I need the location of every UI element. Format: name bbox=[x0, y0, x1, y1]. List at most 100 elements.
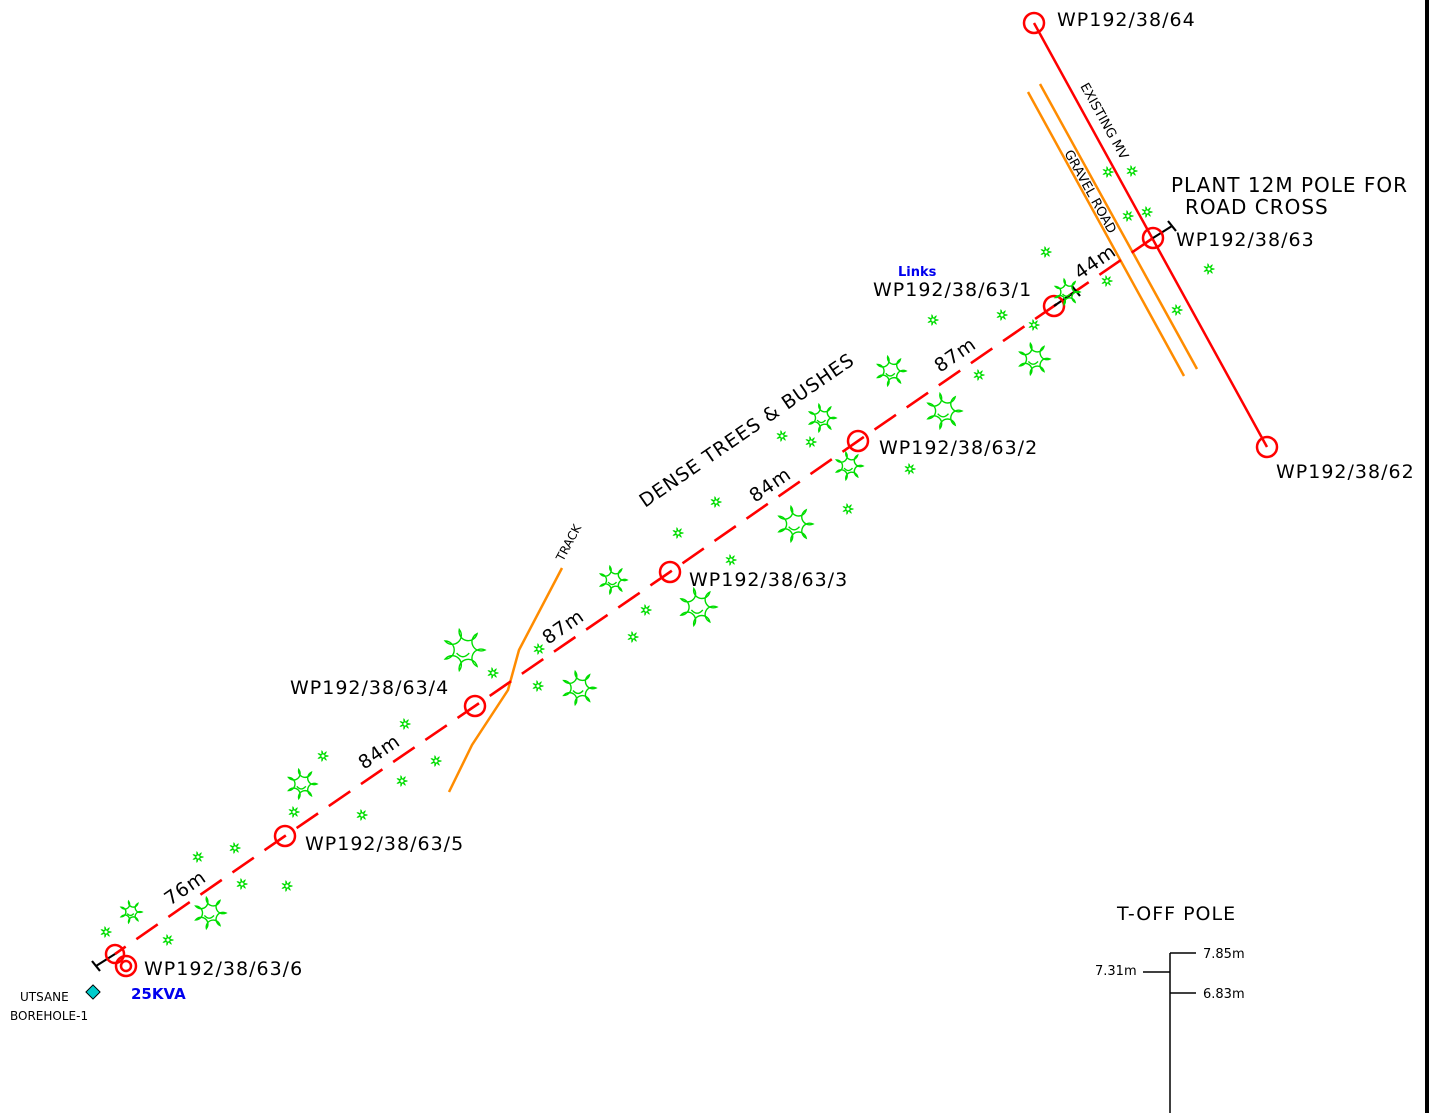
shrub-icon bbox=[162, 934, 175, 946]
bush-cloud-icon-detail bbox=[296, 785, 307, 790]
bush-cloud-icon-detail bbox=[690, 609, 704, 614]
shrub-icon bbox=[627, 631, 640, 643]
label-links: Links bbox=[898, 265, 937, 280]
bush-cloud-icon bbox=[834, 450, 865, 482]
note-plant-pole-line1: PLANT 12M POLE FOR bbox=[1171, 173, 1408, 197]
transformer-icon bbox=[114, 954, 138, 978]
bush-cloud-icon-detail bbox=[572, 690, 584, 695]
label-transformer: 25KVA bbox=[131, 985, 186, 1003]
pole-icon bbox=[273, 824, 297, 848]
t-off-pole-inset: T-OFF POLE 7.85m 7.31m 6.83m bbox=[1095, 903, 1245, 1113]
bush-cloud-icon-detail bbox=[1061, 293, 1071, 297]
shrub-icon bbox=[356, 809, 369, 821]
shrub-icon bbox=[710, 496, 723, 508]
shrub-icon bbox=[396, 775, 409, 787]
bush-cloud-icon-detail bbox=[937, 413, 950, 418]
shrub-icon bbox=[1102, 166, 1115, 178]
shrub-icon bbox=[1122, 210, 1135, 222]
shrub-icon bbox=[317, 750, 330, 762]
stay-wire-icon bbox=[91, 953, 116, 972]
pole-icon bbox=[1141, 226, 1165, 250]
bush-cloud-icon-detail bbox=[1027, 360, 1039, 365]
shrub-icon bbox=[1141, 206, 1154, 218]
t-off-top-height: 7.85m bbox=[1203, 947, 1245, 962]
pole-icon bbox=[1042, 294, 1066, 318]
shrub-icon bbox=[927, 314, 940, 326]
pole-label-wp192-38-64: WP192/38/64 bbox=[1057, 9, 1196, 31]
shrub-icon bbox=[842, 503, 855, 515]
pole-label-wp192-38-63-3: WP192/38/63/3 bbox=[689, 569, 848, 591]
pole-label-wp192-38-63-2: WP192/38/63/2 bbox=[879, 437, 1038, 459]
span-label: 76m bbox=[160, 866, 210, 910]
bush-cloud-icon bbox=[1053, 277, 1082, 307]
existing-mv-line bbox=[1032, 22, 1269, 448]
bush-cloud-icon-detail bbox=[126, 913, 135, 917]
bush-cloud-icon-detail bbox=[203, 914, 215, 919]
label-borehole-line2: BOREHOLE-1 bbox=[10, 1009, 88, 1023]
bush-cloud-icon-detail bbox=[788, 526, 801, 531]
proposed-lv-line bbox=[114, 236, 1154, 956]
bush-cloud-icon-detail bbox=[816, 419, 827, 424]
pole-icon bbox=[1255, 435, 1279, 459]
shrub-icon bbox=[1040, 246, 1053, 258]
bush-cloud-icon bbox=[119, 899, 144, 925]
note-plant-pole-line2: ROAD CROSS bbox=[1185, 195, 1329, 219]
bush-cloud-icon bbox=[562, 669, 598, 707]
shrub-icon bbox=[1101, 275, 1114, 287]
shrub-icon bbox=[487, 667, 500, 679]
pole-icon bbox=[1022, 11, 1046, 35]
pole-label-wp192-38-63-6: WP192/38/63/6 bbox=[144, 958, 303, 980]
shrub-icon bbox=[288, 806, 301, 818]
gravel-road-edge-right bbox=[1038, 83, 1199, 370]
bush-cloud-icon bbox=[194, 895, 228, 931]
bush-cloud-icon bbox=[1018, 341, 1052, 377]
span-label: 87m bbox=[538, 605, 588, 649]
span-label: 84m bbox=[745, 463, 795, 507]
label-track: TRACK bbox=[553, 521, 585, 564]
shrub-icon bbox=[1126, 165, 1139, 177]
shrub-icon bbox=[805, 436, 818, 448]
shrub-icon bbox=[1171, 304, 1184, 316]
span-label: 87m bbox=[930, 333, 980, 377]
bush-cloud-icon-detail bbox=[456, 652, 470, 658]
shrub-icon bbox=[100, 926, 113, 938]
vegetation bbox=[100, 165, 1216, 946]
bush-cloud-icon bbox=[777, 504, 815, 544]
bush-cloud-icon bbox=[876, 354, 908, 388]
shrub-icon bbox=[672, 527, 685, 539]
pole-icon bbox=[846, 429, 870, 453]
gravel-road-edge-left bbox=[1026, 91, 1186, 377]
shrub-icon bbox=[192, 851, 205, 863]
bush-cloud-icon-detail bbox=[843, 467, 854, 472]
bush-cloud-icon bbox=[679, 586, 719, 628]
pole-icon bbox=[104, 943, 126, 965]
shrub-icon bbox=[904, 463, 917, 475]
shrub-icon bbox=[533, 643, 546, 655]
t-off-left-height: 7.31m bbox=[1095, 964, 1137, 979]
shrub-icon bbox=[236, 878, 249, 890]
shrub-icon bbox=[640, 604, 653, 616]
t-off-title: T-OFF POLE bbox=[1116, 903, 1236, 925]
shrub-icon bbox=[996, 309, 1009, 321]
pole-label-wp192-38-63: WP192/38/63 bbox=[1176, 229, 1315, 251]
pole-label-wp192-38-62: WP192/38/62 bbox=[1276, 461, 1415, 483]
bush-cloud-icon-detail bbox=[607, 581, 618, 586]
bush-cloud-icon bbox=[443, 627, 487, 673]
shrub-icon bbox=[399, 718, 412, 730]
shrub-icon bbox=[973, 369, 986, 381]
pole-label-wp192-38-63-5: WP192/38/63/5 bbox=[305, 833, 464, 855]
pole-label-wp192-38-63-4: WP192/38/63/4 bbox=[290, 677, 449, 699]
track-line bbox=[447, 567, 564, 793]
shrub-icon bbox=[229, 842, 242, 854]
shrub-icon bbox=[1203, 263, 1216, 275]
bush-cloud-icon bbox=[287, 767, 319, 801]
pole-icon bbox=[658, 560, 682, 584]
borehole-icon bbox=[85, 984, 101, 1000]
bush-cloud-icon-detail bbox=[885, 372, 896, 377]
pole-icon bbox=[463, 694, 487, 718]
bush-cloud-icon bbox=[926, 391, 964, 431]
shrub-icon bbox=[776, 430, 789, 442]
span-label: 84m bbox=[354, 730, 404, 774]
shrub-icon bbox=[725, 554, 738, 566]
